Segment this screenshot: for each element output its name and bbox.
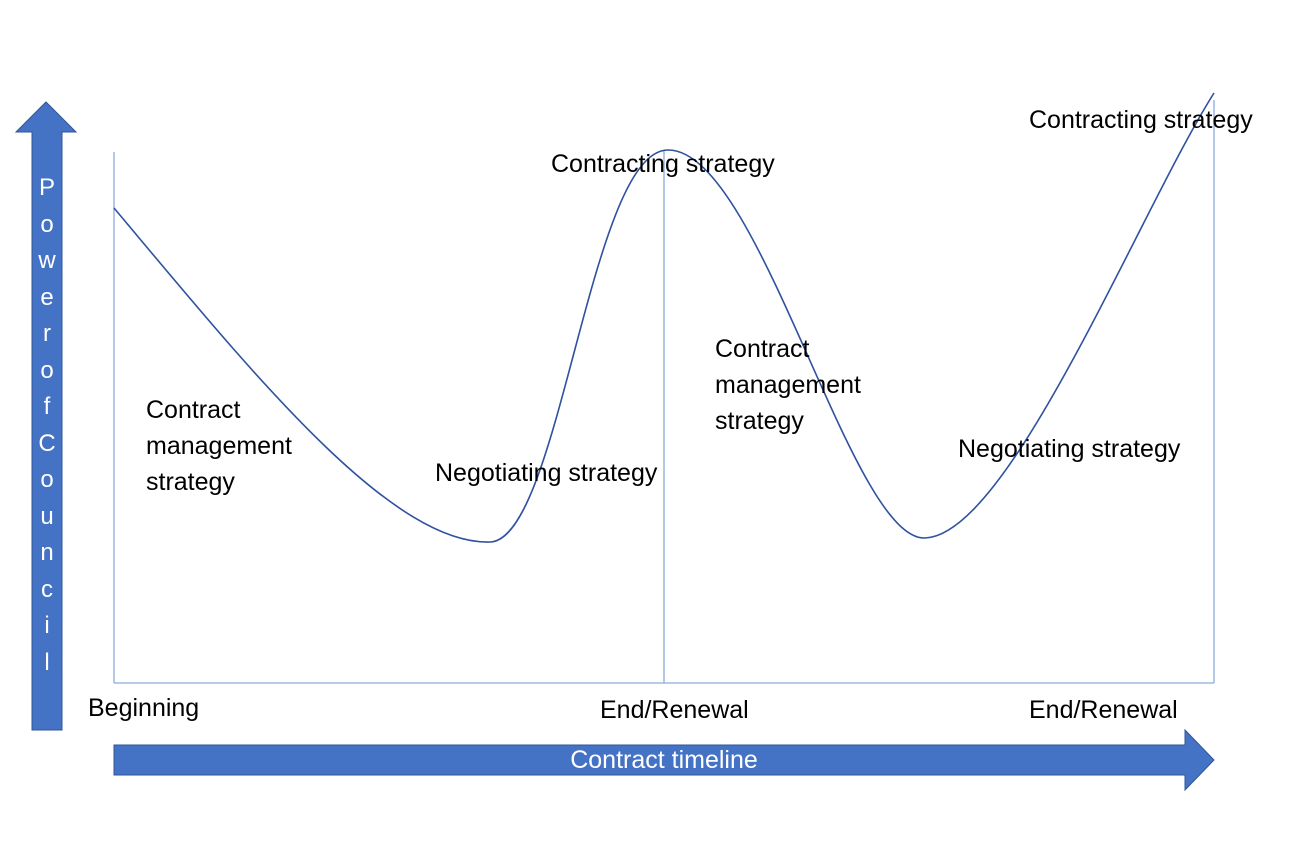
marker-end-renewal-2: End/Renewal [1029,696,1178,724]
y-axis-letter: r [43,320,51,347]
y-axis-letter: c [41,575,53,603]
y-axis-letter: o [40,466,54,493]
y-axis-letter: i [44,612,50,639]
y-axis-letter: C [38,429,56,457]
y-axis-arrow [14,101,78,731]
y-axis-letter: P [38,174,55,201]
annotation-contracting-2: Contracting strategy [1029,106,1253,134]
annotation-contract-management-2: Contract management strategy [715,335,861,435]
annotation-contract-management-1: Contract management strategy [146,396,292,496]
annotation-contracting-1: Contracting strategy [551,150,775,178]
x-axis-label: Contract timeline [570,746,758,774]
y-axis-letter: u [40,502,54,530]
y-axis-letter: o [40,210,54,238]
y-axis-letter: o [40,356,54,384]
x-axis-arrow [113,728,1215,792]
annotation-negotiating-1: Negotiating strategy [435,459,658,487]
y-axis-letter: f [43,393,51,420]
y-axis-letter: l [44,648,50,676]
y-axis-letter: n [40,539,54,566]
annotation-negotiating-2: Negotiating strategy [958,435,1181,463]
power-curve [113,92,1215,543]
y-axis-letter: w [38,247,56,274]
marker-beginning: Beginning [88,694,200,722]
y-axis-letter: e [40,283,54,311]
marker-end-renewal-1: End/Renewal [600,696,749,724]
